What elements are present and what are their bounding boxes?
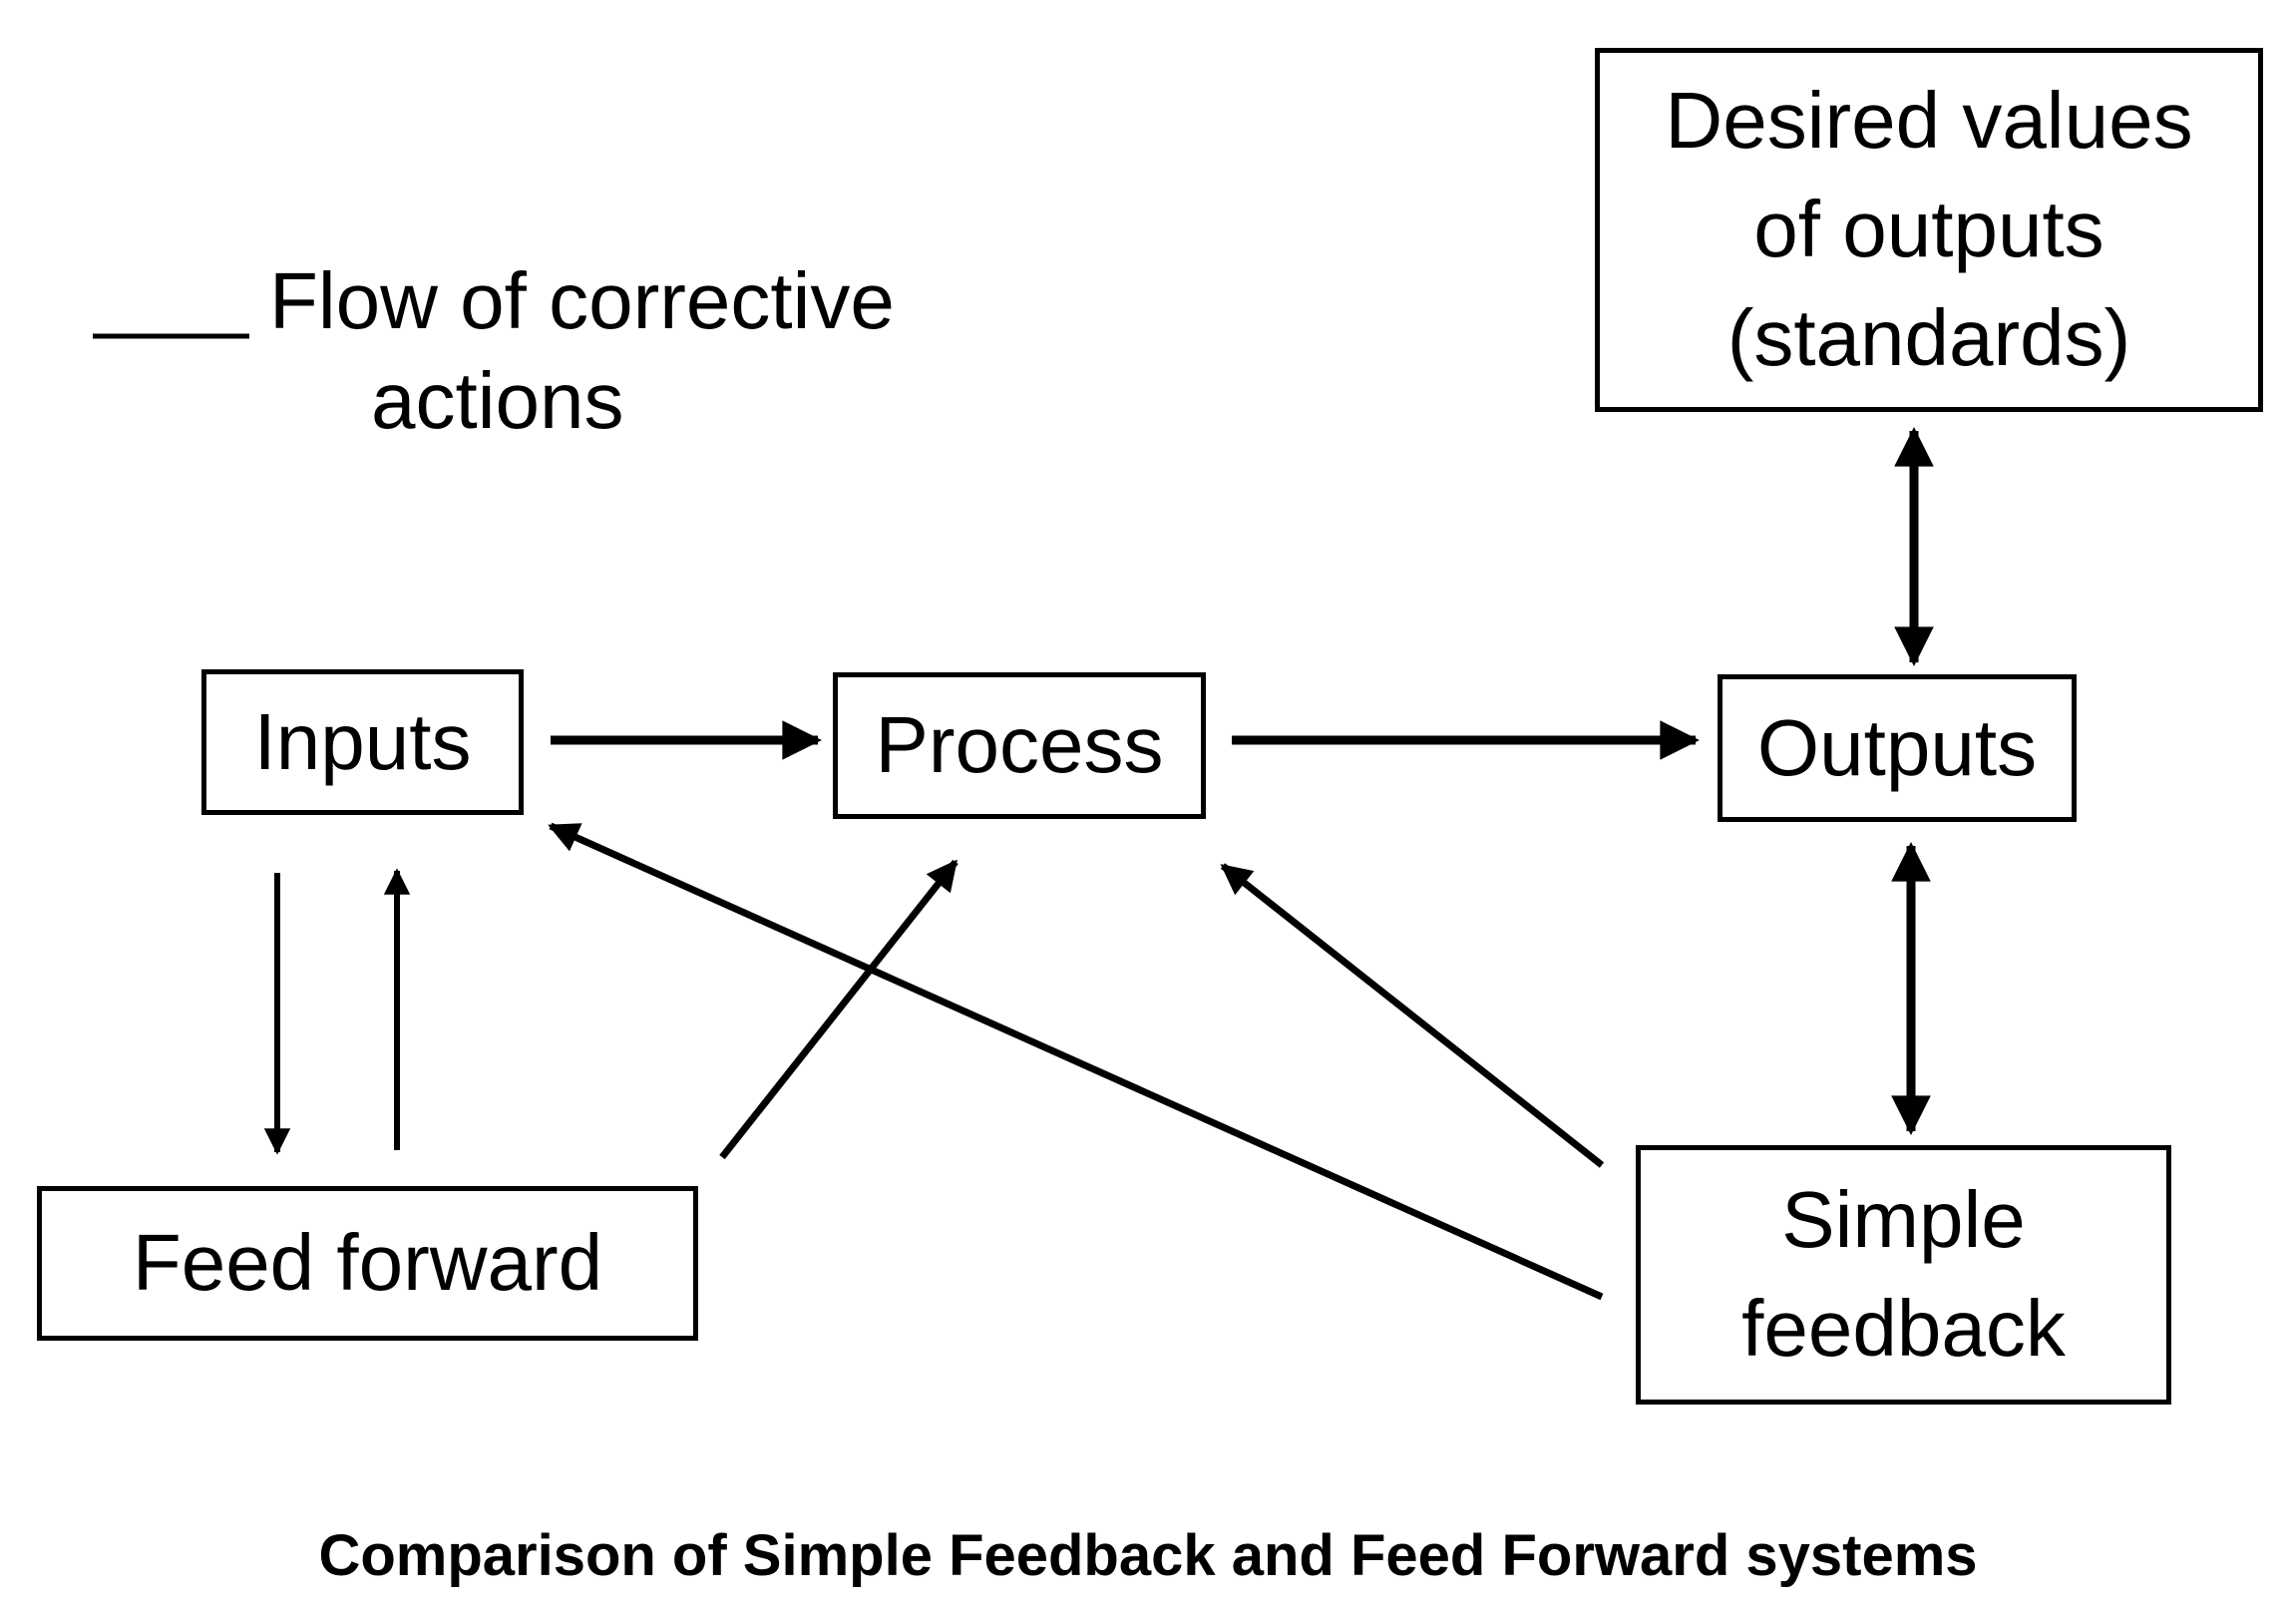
node-simple-feedback: Simple feedback xyxy=(1636,1145,2171,1405)
node-inputs: Inputs xyxy=(201,669,524,815)
node-feed-forward: Feed forward xyxy=(37,1186,698,1341)
node-outputs: Outputs xyxy=(1718,674,2077,822)
node-inputs-label: Inputs xyxy=(253,696,472,786)
legend-text-line2: actions xyxy=(371,356,624,445)
node-simple-feedback-label: Simple feedback xyxy=(1741,1175,2066,1373)
arrow-simple-feedback-to-inputs xyxy=(548,822,1604,1301)
arrow-feed-forward-to-process xyxy=(719,859,958,1160)
node-outputs-label: Outputs xyxy=(1756,702,2038,792)
node-feed-forward-label: Feed forward xyxy=(132,1218,603,1308)
node-desired-values: Desired values of outputs (standards) xyxy=(1595,48,2263,412)
node-process-label: Process xyxy=(875,700,1164,790)
arrow-simple-feedback-to-process xyxy=(1220,863,1605,1168)
diagram-caption: Comparison of Simple Feedback and Feed F… xyxy=(318,1523,1978,1588)
node-desired-values-label: Desired values of outputs (standards) xyxy=(1665,76,2193,382)
node-process: Process xyxy=(833,672,1206,819)
legend-text-line1: Flow of corrective xyxy=(269,256,895,345)
